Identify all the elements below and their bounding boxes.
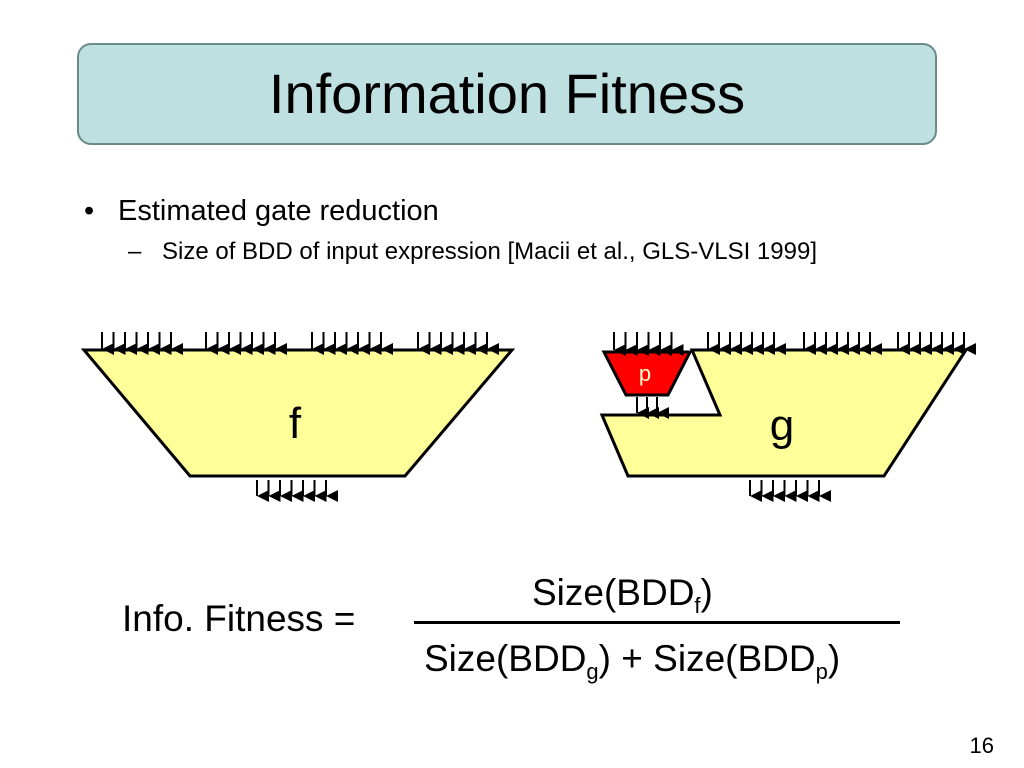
formula-denominator: Size(BDDg) + Size(BDDp): [424, 640, 840, 683]
denominator-sub2: p: [815, 659, 828, 684]
block-g-label: g: [770, 401, 794, 450]
formula-numerator: Size(BDDf): [532, 574, 713, 617]
bullet-dot-icon: •: [84, 195, 95, 227]
bullet-level2: –Size of BDD of input expression [Macii …: [128, 238, 817, 266]
slide-title: Information Fitness: [268, 62, 746, 125]
numerator-sub: f: [694, 593, 701, 618]
formula-lhs: Info. Fitness =: [122, 598, 356, 639]
denominator-close2: ): [827, 638, 841, 679]
page-number: 16: [969, 733, 994, 758]
numerator-close: ): [700, 572, 713, 613]
bullet-dash-icon: –: [128, 238, 142, 265]
signal-arrows: [101, 332, 976, 502]
numerator-text: Size(BDD: [532, 572, 695, 613]
title-box: Information Fitness: [77, 43, 937, 145]
denominator-part1: Size(BDD: [424, 638, 587, 679]
block-p-label: p: [639, 361, 651, 386]
bullet-level2-text: Size of BDD of input expression [Macii e…: [162, 238, 817, 265]
denominator-part2: Size(BDD: [653, 638, 816, 679]
fraction-line: [414, 621, 900, 624]
denominator-sub1: g: [586, 659, 599, 684]
denominator-close1: ): [598, 638, 611, 679]
bullet-level1-text: Estimated gate reduction: [118, 195, 439, 227]
block-f-label: f: [289, 399, 302, 448]
denominator-plus: +: [611, 638, 654, 679]
bullet-level1: • Estimated gate reduction: [84, 194, 439, 228]
